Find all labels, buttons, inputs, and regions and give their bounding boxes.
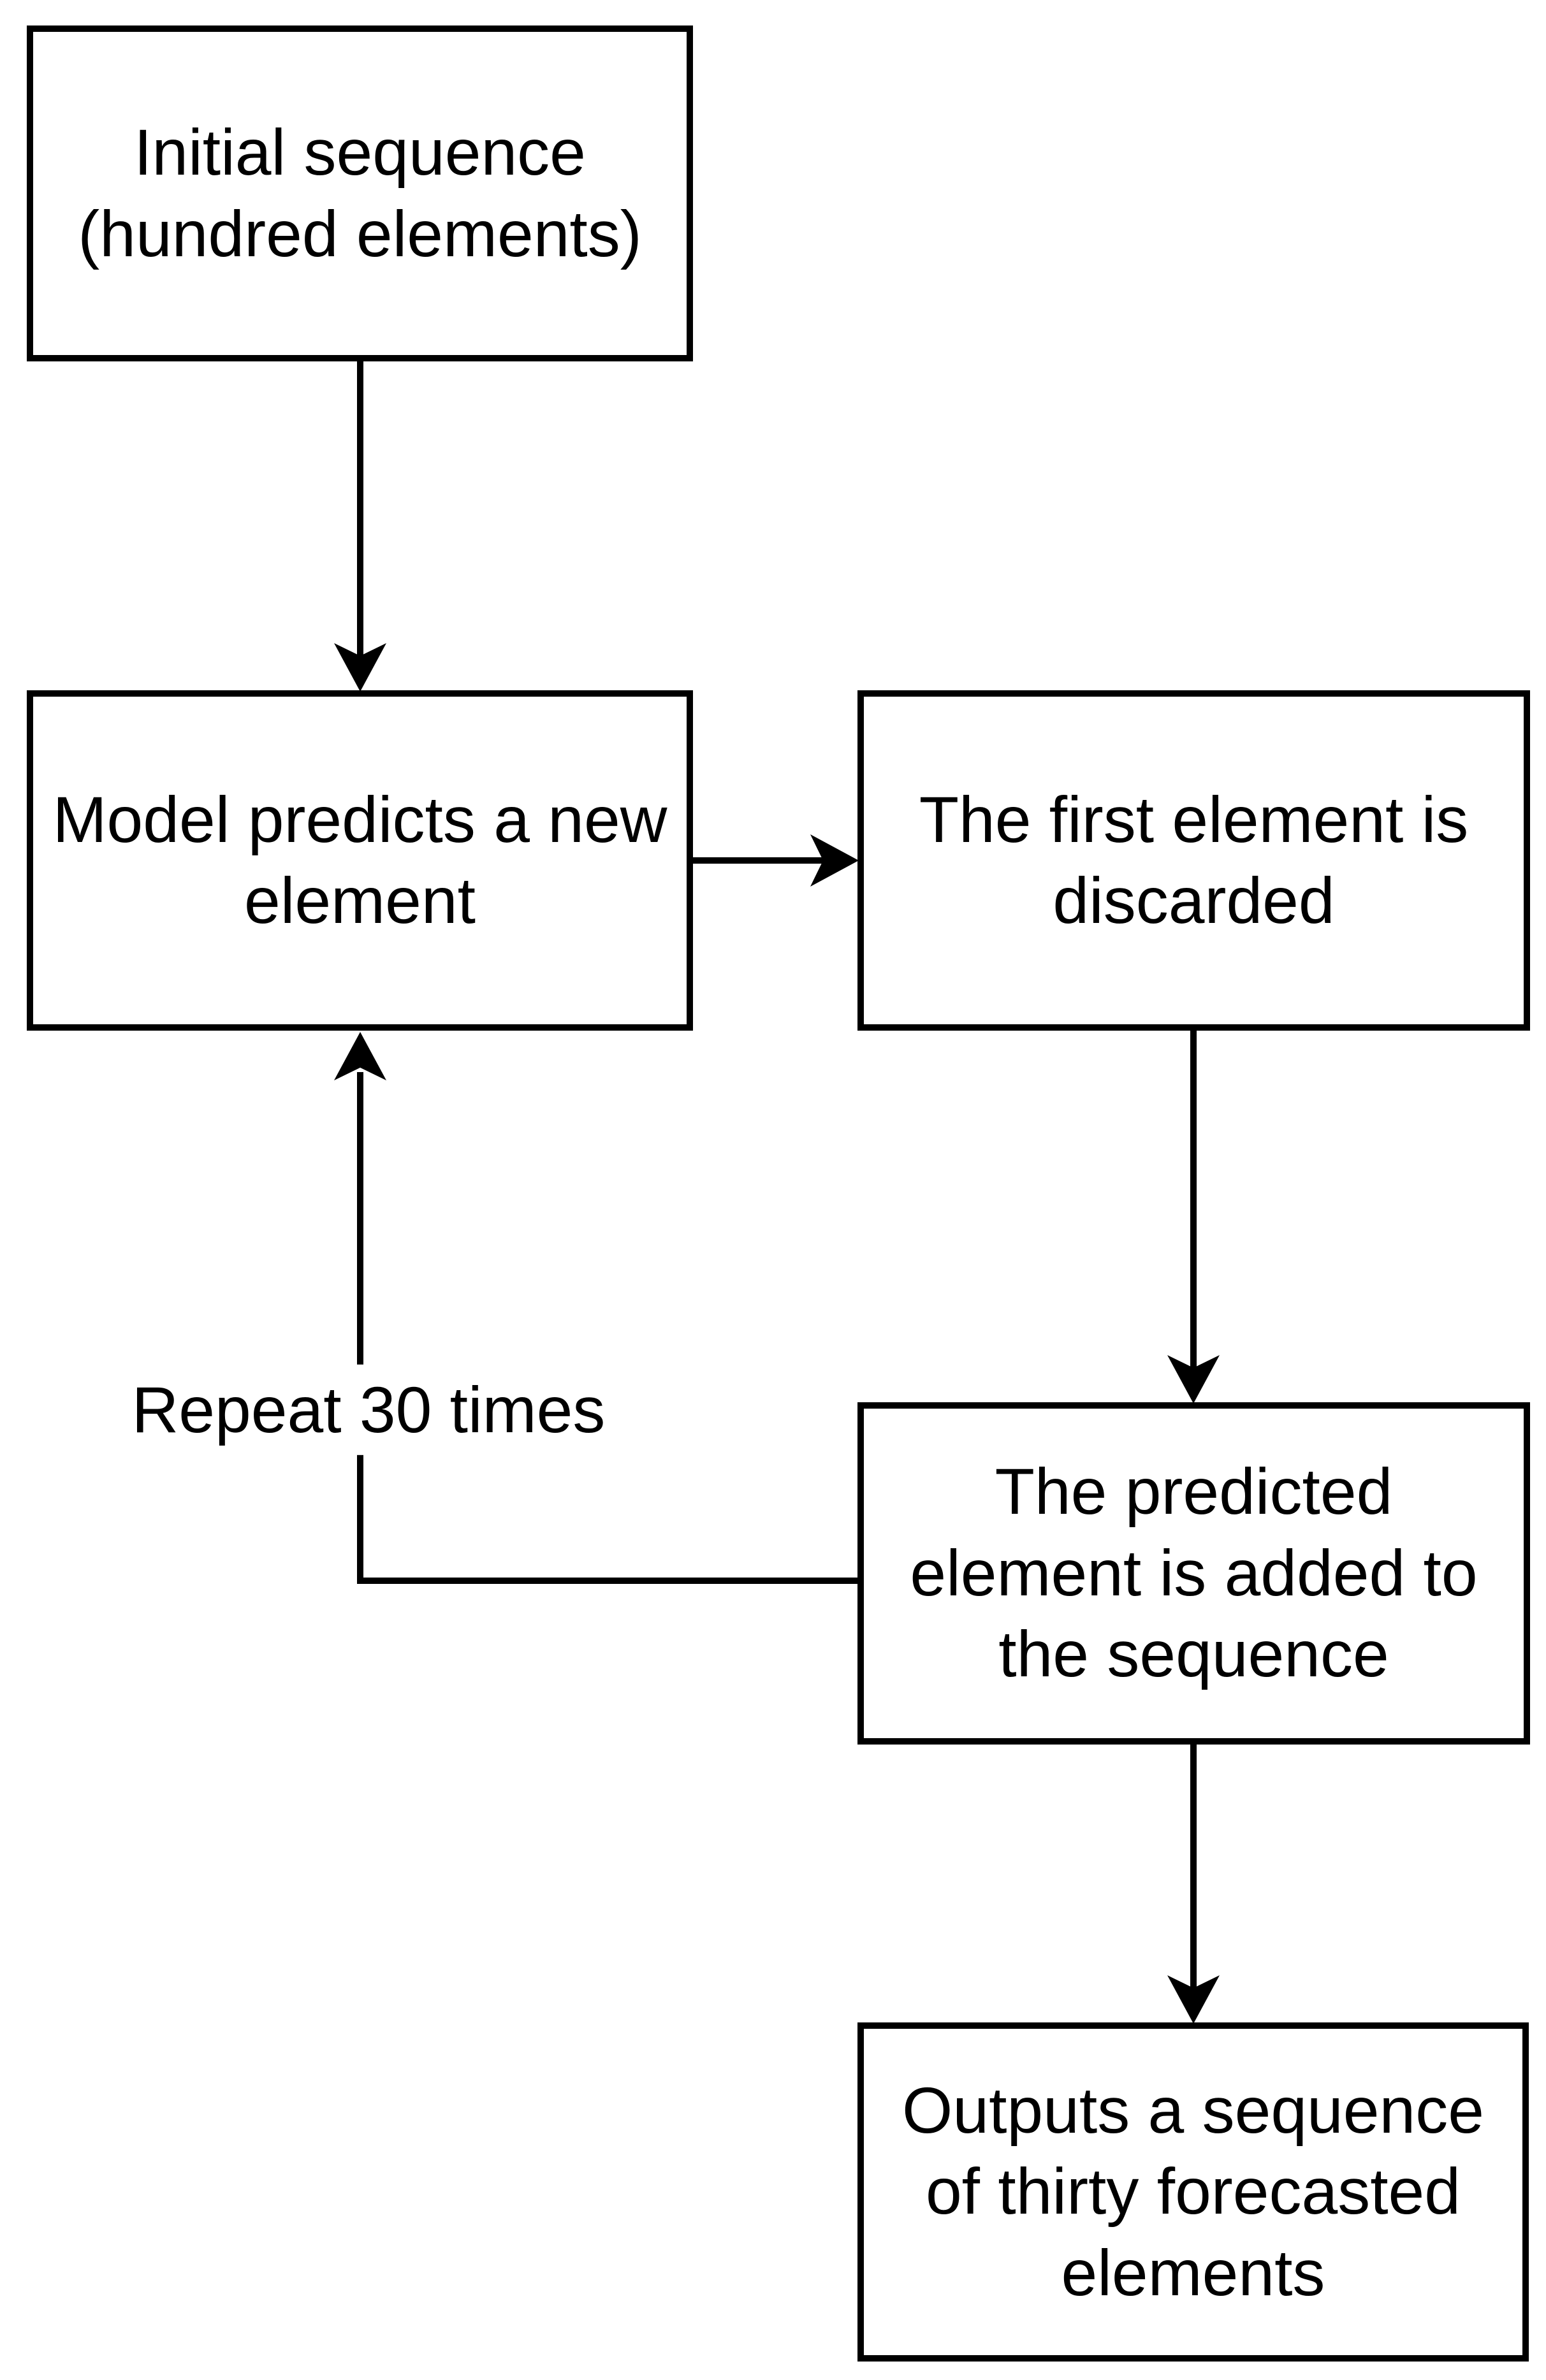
box-outputs-sequence: Outputs a sequence of thirty forecasted … bbox=[857, 2022, 1529, 2362]
arrow-added-to-output bbox=[1167, 1741, 1220, 2024]
arrow-discard-to-added bbox=[1167, 1027, 1220, 1404]
arrow-model-to-discard bbox=[690, 834, 859, 887]
repeat-loop-label: Repeat 30 times bbox=[120, 1364, 617, 1456]
arrow-loop-repeat bbox=[334, 1032, 857, 1584]
box-model-predicts: Model predicts a new element bbox=[27, 690, 693, 1031]
box-first-element-discarded: The first element is discarded bbox=[857, 690, 1530, 1031]
arrow-initial-to-model bbox=[334, 357, 386, 692]
box-predicted-element-added: The predicted element is added to the se… bbox=[857, 1402, 1530, 1745]
box-outputs-sequence-label: Outputs a sequence of thirty forecasted … bbox=[902, 2073, 1484, 2309]
box-initial-sequence-label: Initial sequence (hundred elements) bbox=[78, 116, 642, 270]
box-first-element-discarded-label: The first element is discarded bbox=[919, 783, 1469, 938]
box-model-predicts-label: Model predicts a new element bbox=[52, 783, 667, 938]
box-initial-sequence: Initial sequence (hundred elements) bbox=[27, 25, 693, 361]
box-predicted-element-added-label: The predicted element is added to the se… bbox=[910, 1455, 1478, 1691]
